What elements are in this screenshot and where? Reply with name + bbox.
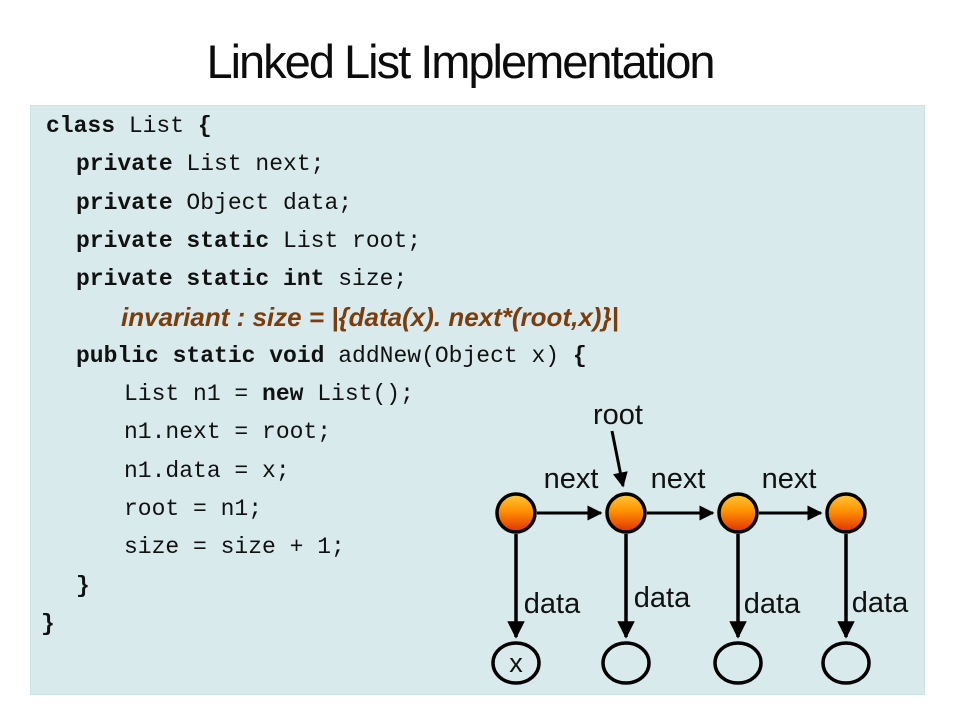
data-cell: [601, 641, 651, 685]
root-label: root: [593, 399, 643, 431]
code-line: root = n1;: [124, 495, 263, 522]
code-line: }: [41, 610, 55, 637]
content-panel: class List { private List next; private Ob…: [30, 105, 925, 695]
code-line: size = size + 1;: [124, 534, 345, 561]
code-line: n1.data = x;: [124, 457, 290, 484]
code-line: invariant : size = |{data(x). next*(root…: [121, 302, 619, 333]
code-line: private static int size;: [76, 266, 408, 293]
linked-list-diagram: root next next next data data data data …: [491, 399, 909, 685]
next-label: next: [651, 463, 706, 495]
list-node-circle: [605, 492, 647, 534]
data-cell-value: x: [509, 648, 523, 678]
code-line: class List {: [46, 113, 212, 139]
code-line: private static List root;: [76, 227, 422, 254]
list-node-circle: [495, 492, 537, 534]
data-label: data: [634, 582, 691, 614]
data-cell: [491, 641, 541, 685]
slide-title: Linked List Implementation: [206, 35, 715, 88]
next-label: next: [762, 463, 817, 495]
code-line: List n1 = new List();: [124, 381, 414, 408]
root-arrow: [610, 430, 628, 488]
data-label: data: [852, 587, 909, 619]
code-line: private Object data;: [76, 189, 353, 216]
code-line: private List next;: [76, 151, 325, 178]
code-line: }: [76, 572, 90, 599]
data-label: data: [744, 588, 801, 620]
data-cell: [713, 641, 763, 685]
list-node-circle: [825, 492, 867, 534]
code-block: class List { private List next; private Ob…: [31, 107, 924, 643]
code-line: public static void addNew(Object x) {: [76, 342, 587, 369]
data-cell: [821, 641, 871, 685]
next-label: next: [544, 463, 599, 495]
list-node-circle: [717, 492, 759, 534]
data-label: data: [524, 588, 581, 620]
code-line: n1.next = root;: [124, 419, 332, 446]
